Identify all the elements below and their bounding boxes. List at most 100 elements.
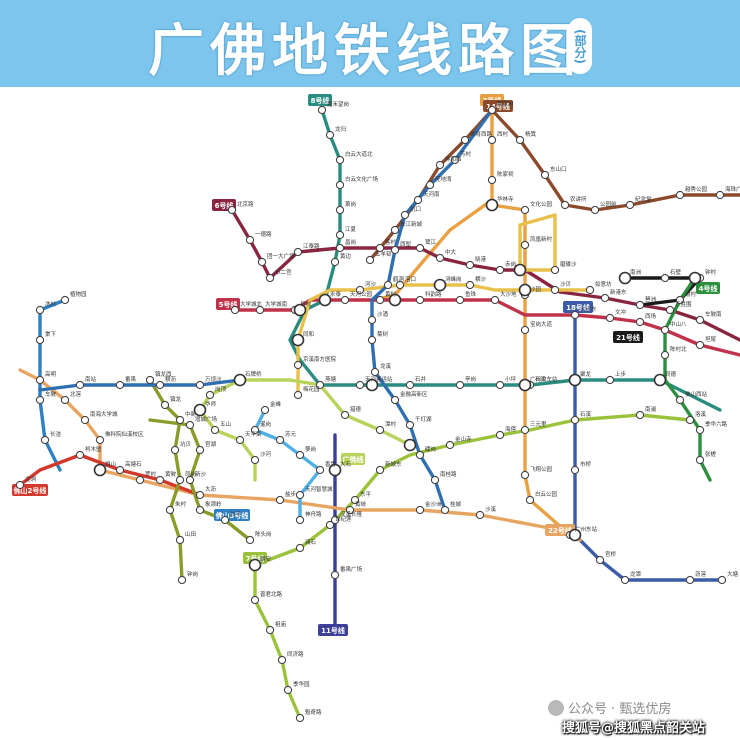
station-dot[interactable] bbox=[695, 340, 705, 350]
station-dot[interactable] bbox=[660, 273, 670, 283]
station-dot[interactable] bbox=[330, 257, 340, 267]
station-dot[interactable] bbox=[415, 243, 425, 253]
station-dot[interactable] bbox=[195, 380, 205, 390]
interchange-station[interactable] bbox=[293, 303, 307, 317]
station-dot[interactable] bbox=[465, 280, 475, 290]
station-dot[interactable] bbox=[595, 555, 605, 565]
station-dot[interactable] bbox=[605, 313, 615, 323]
interchange-station[interactable] bbox=[433, 278, 447, 292]
station-dot[interactable] bbox=[115, 465, 125, 475]
station-dot[interactable] bbox=[487, 105, 497, 115]
station-dot[interactable] bbox=[430, 475, 440, 485]
station-dot[interactable] bbox=[585, 285, 595, 295]
station-dot[interactable] bbox=[635, 300, 645, 310]
station-dot[interactable] bbox=[717, 575, 727, 585]
station-dot[interactable] bbox=[685, 415, 695, 425]
station-dot[interactable] bbox=[390, 395, 400, 405]
station-dot[interactable] bbox=[490, 295, 500, 305]
station-dot[interactable] bbox=[600, 293, 610, 303]
station-dot[interactable] bbox=[317, 105, 327, 115]
station-dot[interactable] bbox=[195, 445, 205, 455]
station-dot[interactable] bbox=[695, 455, 705, 465]
station-dot[interactable] bbox=[95, 435, 105, 445]
station-dot[interactable] bbox=[295, 490, 305, 500]
interchange-station[interactable] bbox=[518, 378, 532, 392]
station-dot[interactable] bbox=[455, 380, 465, 390]
interchange-station[interactable] bbox=[568, 373, 582, 387]
station-dot[interactable] bbox=[365, 255, 375, 265]
station-dot[interactable] bbox=[35, 375, 45, 385]
station-dot[interactable] bbox=[520, 425, 530, 435]
station-dot[interactable] bbox=[525, 495, 535, 505]
station-dot[interactable] bbox=[375, 425, 385, 435]
station-dot[interactable] bbox=[275, 435, 285, 445]
station-dot[interactable] bbox=[257, 257, 267, 267]
station-dot[interactable] bbox=[405, 380, 415, 390]
station-dot[interactable] bbox=[415, 450, 425, 460]
station-dot[interactable] bbox=[520, 325, 530, 335]
station-dot[interactable] bbox=[260, 405, 270, 415]
interchange-station[interactable] bbox=[193, 403, 207, 417]
station-dot[interactable] bbox=[520, 240, 530, 250]
station-dot[interactable] bbox=[255, 305, 265, 315]
station-dot[interactable] bbox=[495, 430, 505, 440]
station-dot[interactable] bbox=[335, 155, 345, 165]
interchange-station[interactable] bbox=[291, 333, 305, 347]
station-dot[interactable] bbox=[335, 180, 345, 190]
station-dot[interactable] bbox=[460, 135, 470, 145]
station-dot[interactable] bbox=[330, 515, 340, 525]
station-dot[interactable] bbox=[245, 235, 255, 245]
station-dot[interactable] bbox=[293, 360, 303, 370]
station-dot[interactable] bbox=[165, 505, 175, 515]
station-dot[interactable] bbox=[665, 305, 675, 315]
station-dot[interactable] bbox=[335, 205, 345, 215]
interchange-station[interactable] bbox=[93, 463, 107, 477]
station-dot[interactable] bbox=[295, 543, 305, 553]
station-dot[interactable] bbox=[135, 475, 145, 485]
station-dot[interactable] bbox=[315, 465, 325, 475]
station-dot[interactable] bbox=[675, 295, 685, 305]
station-dot[interactable] bbox=[35, 305, 45, 315]
station-dot[interactable] bbox=[695, 315, 705, 325]
station-dot[interactable] bbox=[340, 410, 350, 420]
station-dot[interactable] bbox=[220, 515, 230, 525]
station-dot[interactable] bbox=[367, 335, 377, 345]
station-dot[interactable] bbox=[520, 205, 530, 215]
station-dot[interactable] bbox=[375, 465, 385, 475]
station-dot[interactable] bbox=[75, 380, 85, 390]
interchange-station[interactable] bbox=[568, 528, 582, 542]
station-dot[interactable] bbox=[325, 130, 335, 140]
station-dot[interactable] bbox=[660, 350, 670, 360]
interchange-station[interactable] bbox=[318, 293, 332, 307]
station-dot[interactable] bbox=[550, 285, 560, 295]
station-dot[interactable] bbox=[675, 190, 685, 200]
station-dot[interactable] bbox=[400, 210, 410, 220]
station-dot[interactable] bbox=[375, 295, 385, 305]
station-dot[interactable] bbox=[635, 317, 645, 327]
station-dot[interactable] bbox=[675, 395, 685, 405]
station-dot[interactable] bbox=[265, 273, 275, 283]
interchange-station[interactable] bbox=[513, 263, 527, 277]
station-dot[interactable] bbox=[210, 425, 220, 435]
station-dot[interactable] bbox=[205, 390, 215, 400]
station-dot[interactable] bbox=[15, 480, 25, 490]
station-dot[interactable] bbox=[415, 505, 425, 515]
station-dot[interactable] bbox=[450, 155, 460, 165]
station-dot[interactable] bbox=[635, 410, 645, 420]
interchange-station[interactable] bbox=[403, 438, 417, 452]
interchange-station[interactable] bbox=[248, 558, 262, 572]
station-dot[interactable] bbox=[435, 253, 445, 263]
interchange-station[interactable] bbox=[365, 378, 379, 392]
station-dot[interactable] bbox=[115, 380, 125, 390]
station-dot[interactable] bbox=[515, 135, 525, 145]
station-dot[interactable] bbox=[605, 375, 615, 385]
station-dot[interactable] bbox=[75, 450, 85, 460]
station-dot[interactable] bbox=[695, 425, 705, 435]
station-dot[interactable] bbox=[250, 425, 260, 435]
station-dot[interactable] bbox=[295, 713, 305, 723]
station-dot[interactable] bbox=[175, 415, 185, 425]
station-dot[interactable] bbox=[340, 295, 350, 305]
station-dot[interactable] bbox=[325, 520, 335, 530]
station-dot[interactable] bbox=[445, 440, 455, 450]
station-dot[interactable] bbox=[540, 170, 550, 180]
